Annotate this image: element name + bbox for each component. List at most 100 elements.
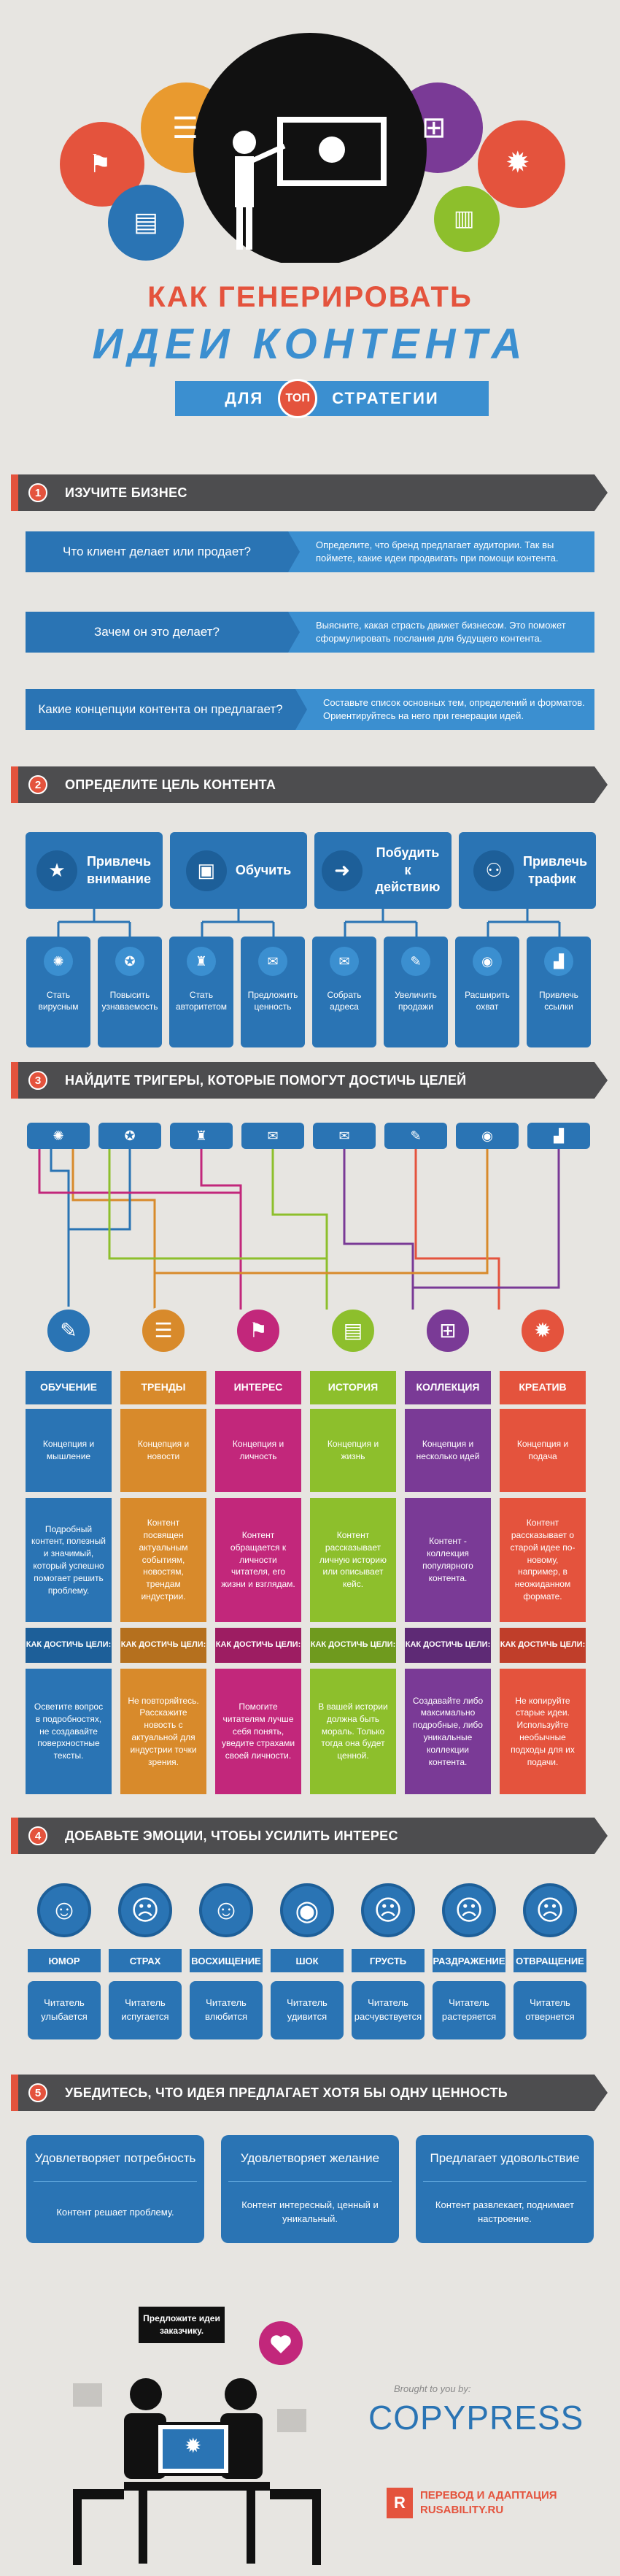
question: Что клиент делает или продает? [26,531,300,572]
subgoal-label: Собрать адреса [327,990,362,1012]
emotion-name: ВОСХИЩЕНИЕ [190,1949,263,1972]
ribbon-badge: ТОП [278,379,318,418]
lightbulb-icon: ✹ [519,1307,567,1355]
subgoal-label: Повысить узнаваемость [101,990,158,1012]
trigger-desc: Контент рассказывает о старой идее по-но… [500,1498,586,1622]
trigger-chip: ♜ [170,1123,233,1149]
disgust-icon: ☹ [523,1883,577,1937]
emotion-desc: Читатель улыбается [28,1981,101,2039]
emotion-desc: Читатель отвернется [514,1981,586,2039]
trigger-name: ТРЕНДЫ [120,1371,206,1404]
trigger-desc: Подробный контент, полезный и значимый, … [26,1498,112,1622]
section-1-header: 1 ИЗУЧИТЕ БИЗНЕС [11,474,608,511]
section-2-header: 2 ОПРЕДЕЛИТЕ ЦЕЛЬ КОНТЕНТА [11,766,608,803]
question: Какие концепции контента он предлагает? [26,689,307,730]
trigger-chip: ✎ [384,1123,447,1149]
subgoal-card: ✺ Стать вирусным [26,937,90,1047]
runner-icon: ➜ [322,850,363,891]
value-title: Удовлетворяет желание [228,2135,392,2182]
annoyed-icon: ☹ [442,1883,496,1937]
goal-label: Привлечь внимание [86,854,152,886]
trigger-how: КАК ДОСТИЧЬ ЦЕЛИ: [26,1628,112,1663]
footer-illustration: Предложите идеи заказчику. ✹ [29,2299,350,2572]
emotion-desc: Читатель удивится [271,1981,344,2039]
emotion-name: РАЗДРАЖЕНИЕ [433,1949,505,1972]
trigger-chip: ▟ [527,1123,590,1149]
trigger-concept: Концепция и мышление [26,1409,112,1492]
subgoal-label: Стать авторитетом [175,990,228,1012]
trigger-name: ОБУЧЕНИЕ [26,1371,112,1404]
trigger-chip: ✉ [313,1123,376,1149]
section-3-header: 3 НАЙДИТЕ ТРИГЕРЫ, КОТОРЫЕ ПОМОГУТ ДОСТИ… [11,1062,608,1099]
subgoal-card: ✎ Увеличить продажи [384,937,448,1047]
value-desc: Контент решает проблему. [56,2206,174,2218]
title-line2: ИДЕИ КОНТЕНТА [92,320,528,368]
goal-card: ⚇Привлечь трафик [459,832,596,909]
emotion-name: ШОК [271,1949,344,1972]
subgoal-label: Привлечь ссылки [539,990,578,1012]
subgoal-card: ♜Стать авторитетом [169,937,233,1047]
section-number: 4 [28,1826,47,1845]
subgoal-card: ✪ Повысить узнаваемость [98,937,162,1047]
flag-icon: ⚑ [234,1307,282,1355]
answer: Определите, что бренд предлагает аудитор… [288,531,594,572]
emotion-desc: Читатель испугается [109,1981,182,2039]
section-title: ДОБАВЬТЕ ЭМОЦИИ, ЧТОБЫ УСИЛИТЬ ИНТЕРЕС [65,1828,398,1843]
star-icon: ★ [36,850,77,891]
goal-card: ➜Побудить к действию [314,832,452,909]
subgoal-label: Стать вирусным [38,990,79,1012]
emotion-desc: Читатель влюбится [190,1981,263,2039]
award-icon: ✪ [115,947,144,976]
title-line1: КАК ГЕНЕРИРОВАТЬ [147,281,473,313]
love-icon: ☺ [199,1883,253,1937]
pencil-icon: ✎ [44,1307,93,1355]
book-icon: ▥ [454,207,475,231]
trigger-desc: Контент обращается к личности читателя, … [215,1498,301,1622]
trigger-desc: Контент рассказывает личную историю или … [310,1498,396,1622]
header-art [60,33,565,266]
trigger-how: КАК ДОСТИЧЬ ЦЕЛИ: [500,1628,586,1663]
value-title: Удовлетворяет потребность [34,2135,197,2182]
trigger-concept: Концепция и подача [500,1409,586,1492]
shock-icon: ◉ [280,1883,334,1937]
trigger-chip: ✉ [241,1123,304,1149]
section-number: 5 [28,2083,47,2102]
book-icon: ▤ [329,1307,377,1355]
trigger-concept: Концепция и новости [120,1409,206,1492]
trigger-how: КАК ДОСТИЧЬ ЦЕЛИ: [310,1628,396,1663]
lightbulb-icon: ✹ [505,147,530,179]
speech-bubble: Предложите идеи заказчику. [139,2307,225,2343]
goal-card: ★ Привлечь внимание [26,832,163,909]
trigger-name: ИСТОРИЯ [310,1371,396,1404]
rusability-logo-mark: R [387,2488,413,2518]
copypress-logo: COPYPRESS [368,2399,584,2437]
subgoal-label: Увеличить продажи [395,990,437,1012]
subgoal-card: ▟Привлечь ссылки [527,937,591,1047]
tag-icon: ✎ [401,947,430,976]
question-row: Что клиент делает или продает? Определит… [26,531,594,572]
subgoal-card: ✉Предложить ценность [241,937,305,1047]
flag-icon: ⚑ [89,150,112,178]
smile-icon: ☺ [37,1883,91,1937]
trigger-desc: Контент посвящен актуальным событиям, но… [120,1498,206,1622]
meeting-art [73,2321,321,2565]
emotion-name: ГРУСТЬ [352,1949,425,1972]
people-icon: ⚇ [473,850,514,891]
sun-icon: ✺ [44,947,73,976]
subgoal-label: Предложить ценность [247,990,298,1012]
trigger-tip: Не копируйте старые идеи. Используйте не… [500,1669,586,1794]
question-row: Зачем он это делает? Выясните, какая стр… [26,612,594,653]
question-row: Какие концепции контента он предлагает? … [26,689,594,730]
trigger-how: КАК ДОСТИЧЬ ЦЕЛИ: [405,1628,491,1663]
emotion-item: ◉ ШОК Читатель удивится [271,1883,344,2039]
header-illustration: ⚑ ☰ ▤ ⊞ ✹ ▥ [0,0,620,266]
section-title: НАЙДИТЕ ТРИГЕРЫ, КОТОРЫЕ ПОМОГУТ ДОСТИЧЬ… [65,1072,467,1088]
section-number: 1 [28,483,47,502]
section-5-header: 5 УБЕДИТЕСЬ, ЧТО ИДЕЯ ПРЕДЛАГАЕТ ХОТЯ БЫ… [11,2075,608,2111]
value-desc: Контент интересный, ценный и уникальный. [241,2199,379,2224]
trigger-concept: Концепция и личность [215,1409,301,1492]
